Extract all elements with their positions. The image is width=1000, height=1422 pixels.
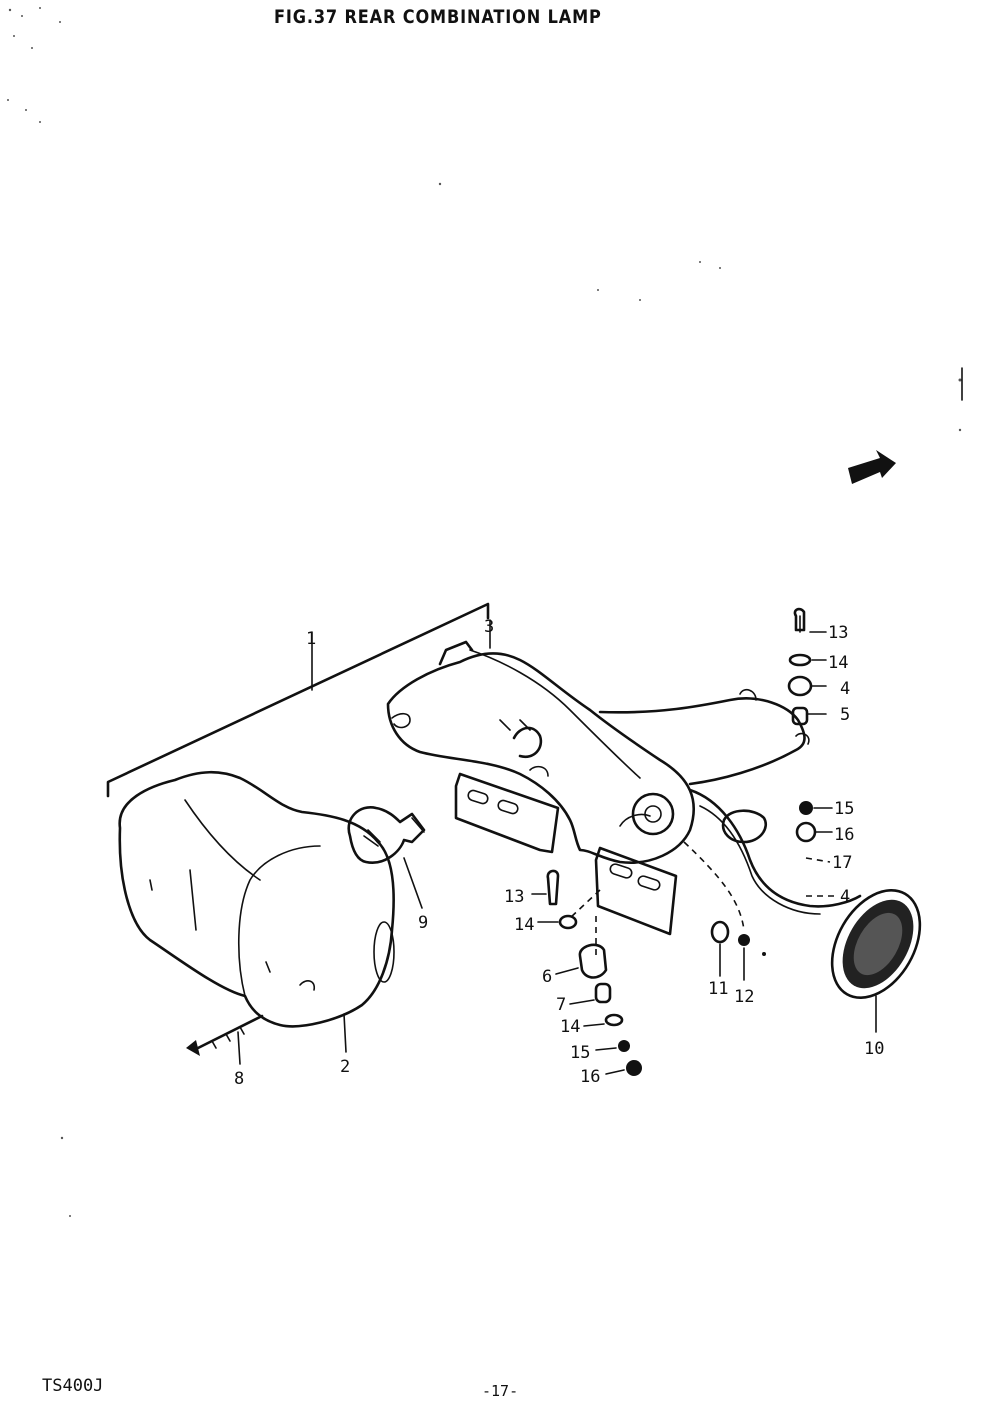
callout-14-right: 14 xyxy=(828,653,848,673)
screw-part-8 xyxy=(186,1014,264,1056)
callout-10: 10 xyxy=(864,1039,884,1059)
leader-15-lower xyxy=(595,1047,617,1051)
callout-16-right: 16 xyxy=(834,825,854,845)
callout-13-right: 13 xyxy=(828,623,848,643)
front-direction-arrow-icon xyxy=(848,450,896,484)
bracket-right xyxy=(594,846,678,936)
callout-15-lower: 15 xyxy=(570,1043,590,1063)
callout-2: 2 xyxy=(340,1057,350,1077)
leader-9 xyxy=(403,857,423,909)
hardware-left-stack xyxy=(546,869,642,1076)
leader-8 xyxy=(237,1031,241,1065)
callout-1: 1 xyxy=(306,629,316,649)
page-number: -17- xyxy=(482,1382,519,1400)
leader-6 xyxy=(555,967,579,975)
leader-2 xyxy=(343,1013,347,1053)
callout-7: 7 xyxy=(556,995,566,1015)
callout-3: 3 xyxy=(484,617,494,637)
callout-16-lower: 16 xyxy=(580,1067,600,1087)
lamp-lens-part-2 xyxy=(118,770,396,1028)
bracket-left xyxy=(454,772,560,854)
callout-9: 9 xyxy=(418,913,428,933)
callout-12: 12 xyxy=(734,987,754,1007)
leader-7 xyxy=(569,999,595,1005)
reflector-part-10 xyxy=(830,888,922,1000)
figure-title: FIG.37 REAR COMBINATION LAMP xyxy=(274,6,602,28)
callout-11: 11 xyxy=(708,979,728,999)
hardware-11-12 xyxy=(710,920,766,956)
lamp-base-part-3 xyxy=(386,640,695,864)
callout-labels: 1 2 3 4 4 5 6 7 8 9 10 11 12 13 13 14 14… xyxy=(234,617,884,1089)
leader-16-lower xyxy=(605,1069,625,1075)
leader-17 xyxy=(805,857,831,863)
scan-noise xyxy=(7,7,962,1217)
hardware-right-stack xyxy=(787,607,817,843)
callout-6: 6 xyxy=(542,967,552,987)
callout-4-lower: 4 xyxy=(840,887,850,907)
callout-14-left: 14 xyxy=(514,915,534,935)
callout-13-left: 13 xyxy=(504,887,524,907)
mounting-arm xyxy=(598,688,810,786)
callout-14-lower: 14 xyxy=(560,1017,580,1037)
leader-14-lower xyxy=(583,1023,605,1027)
dashed-line-11 xyxy=(683,841,745,931)
bulb-part-9 xyxy=(347,806,426,864)
dashed-line-14 xyxy=(569,889,601,919)
callout-15-right: 15 xyxy=(834,799,854,819)
callout-5: 5 xyxy=(840,705,850,725)
callout-17: 17 xyxy=(832,853,852,873)
callout-4-right: 4 xyxy=(840,679,850,699)
model-code: TS400J xyxy=(42,1376,104,1396)
callout-8: 8 xyxy=(234,1069,244,1089)
wiring-harness xyxy=(688,788,862,915)
assembly-bracket xyxy=(106,602,490,798)
